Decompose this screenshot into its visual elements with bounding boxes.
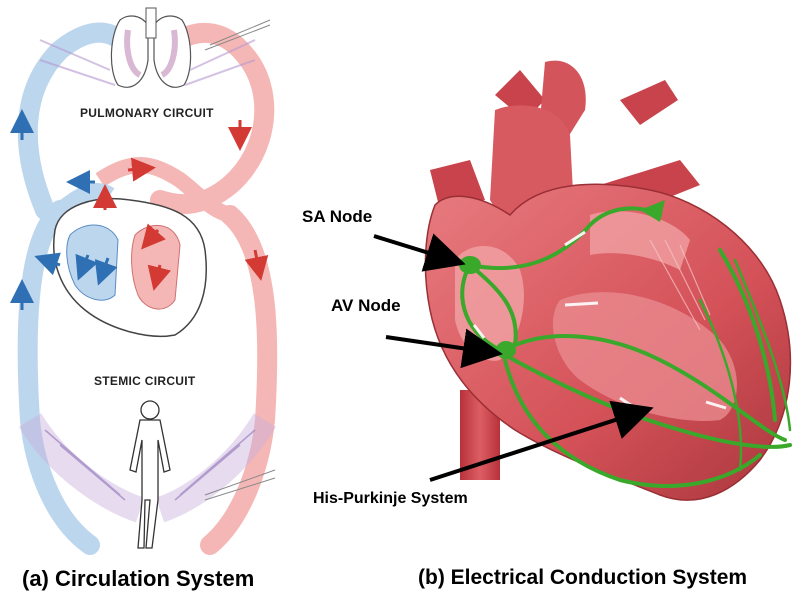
pulmonary-circuit-label: PULMONARY CIRCUIT xyxy=(80,106,214,120)
human-figure-icon xyxy=(130,401,170,548)
conduction-heart xyxy=(425,61,790,500)
schematic-heart xyxy=(54,199,207,337)
his-purkinje-label: His-Purkinje System xyxy=(313,490,468,508)
caption-b: (b) Electrical Conduction System xyxy=(418,566,747,590)
av-node-label: AV Node xyxy=(331,296,401,316)
systemic-circuit-label: STEMIC CIRCUIT xyxy=(94,374,196,388)
sa-node xyxy=(459,256,481,274)
caption-a: (a) Circulation System xyxy=(22,566,254,592)
lungs-illustration xyxy=(111,8,190,87)
sa-node-label: SA Node xyxy=(302,207,372,227)
av-node xyxy=(496,341,516,359)
circulation-diagram xyxy=(22,8,275,548)
